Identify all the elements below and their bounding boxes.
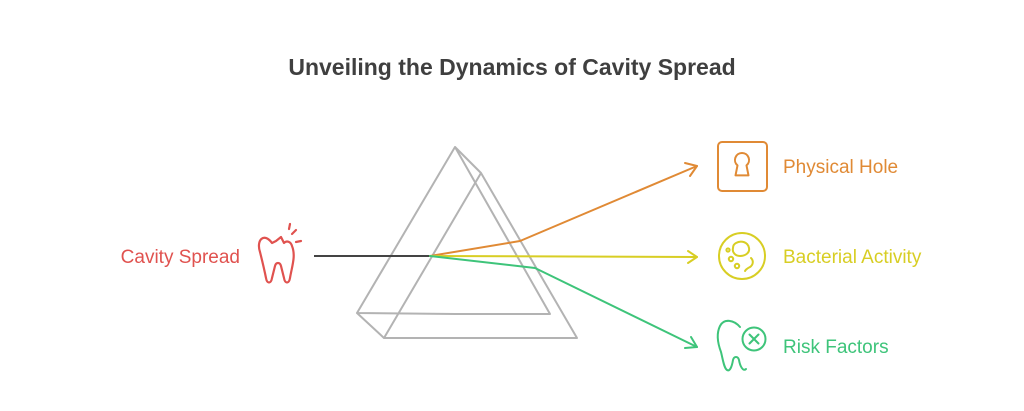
prism-back-face — [356, 146, 551, 315]
bacteria-icon — [718, 232, 766, 280]
prism-edge-top — [454, 146, 482, 174]
diagram-title: Unveiling the Dynamics of Cavity Spread — [288, 54, 736, 80]
tooth-x-icon — [716, 319, 767, 372]
output-label-physical-hole: Physical Hole — [783, 157, 898, 178]
prism — [356, 146, 578, 339]
arrowhead-bacterial-activity-icon — [687, 250, 698, 264]
broken-tooth-icon — [257, 222, 303, 284]
source-label: Cavity Spread — [121, 247, 240, 268]
beam-physical-hole — [429, 162, 698, 257]
output-label-risk-factors: Risk Factors — [783, 337, 889, 358]
arrowhead-risk-factors-icon — [684, 336, 698, 349]
arrowhead-physical-hole-icon — [684, 162, 698, 177]
prism-edge-bottom-left — [356, 312, 385, 339]
beam-bacterial-activity — [429, 250, 698, 264]
output-label-bacterial-activity: Bacterial Activity — [783, 247, 922, 268]
beam-risk-factors — [429, 255, 698, 349]
keyhole-icon — [717, 141, 768, 192]
